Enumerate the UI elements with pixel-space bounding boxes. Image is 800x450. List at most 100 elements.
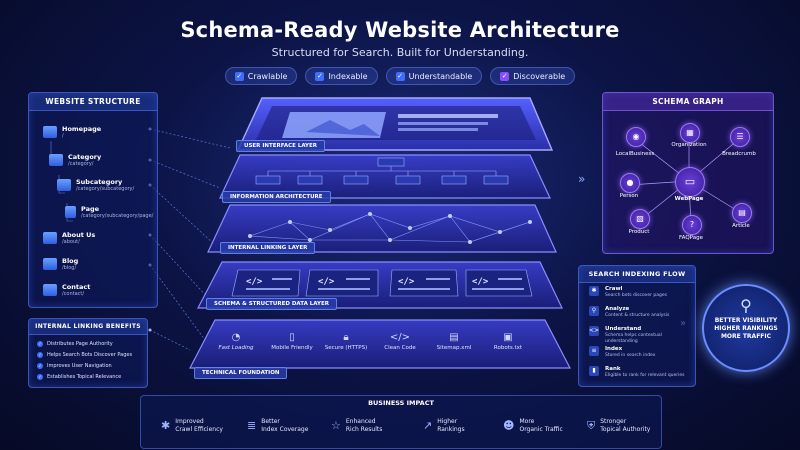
faq-icon: ? <box>682 215 702 235</box>
benefit-item: ✓Helps Search Bots Discover Pages <box>37 352 133 358</box>
database-icon: ≣ <box>247 419 257 432</box>
tech-item-mobile: ▯Mobile Friendly <box>262 332 322 351</box>
benefit-item: ✓Establishes Topical Relevance <box>37 374 122 380</box>
schema-node-breadcrumb: Breadcrumb <box>722 151 756 157</box>
user-icon <box>43 232 57 244</box>
robot-icon: ▣ <box>503 332 513 343</box>
svg-text:</>: </> <box>472 277 489 287</box>
trend-up-icon: ↗ <box>423 419 433 432</box>
svg-text:</>: </> <box>246 277 263 287</box>
tech-item-clean-code: </>Clean Code <box>370 332 430 351</box>
check-icon: ✓ <box>234 71 244 81</box>
linking-benefits-title: INTERNAL LINKING BENEFITS <box>29 319 147 335</box>
page-subtitle: Structured for Search. Built for Underst… <box>271 46 529 59</box>
schema-node-article: Article <box>732 223 750 229</box>
schema-graph-title: SCHEMA GRAPH <box>603 93 773 111</box>
speed-icon: ◔ <box>231 332 241 343</box>
ws-item-about: About Us/about/ <box>43 231 95 246</box>
svg-text:»: » <box>578 172 585 186</box>
breadcrumb-icon: ☰ <box>730 127 750 147</box>
visibility-circle: ⚲ BETTER VISIBILITY HIGHER RANKINGS MORE… <box>702 284 790 372</box>
schema-graph-panel: SCHEMA GRAPH ▭ WebPage ▦ Organization ◉ … <box>602 92 774 254</box>
svg-text:</>: </> <box>318 277 335 287</box>
check-icon: ✓ <box>315 71 325 81</box>
schema-node-product: Product <box>628 229 650 235</box>
ws-item-contact: Contact/contact/ <box>43 283 90 298</box>
tech-item-https: 🔒︎Secure (HTTPS) <box>316 332 376 351</box>
spider-icon: ✱ <box>161 419 171 432</box>
schema-node-person: Person <box>619 193 639 199</box>
blog-icon <box>43 258 57 270</box>
page-title: Schema-Ready Website Architecture <box>180 18 620 42</box>
linking-benefits-panel: INTERNAL LINKING BENEFITS ✓Distributes P… <box>28 318 148 388</box>
badge-indexable: ✓Indexable <box>305 67 378 85</box>
badge-crawlable: ✓Crawlable <box>224 67 298 85</box>
schema-node-organization: Organization <box>671 142 707 148</box>
folder-icon <box>57 179 71 191</box>
location-icon: ◉ <box>626 127 646 147</box>
check-icon: ✓ <box>37 352 43 358</box>
check-icon: ✓ <box>37 341 43 347</box>
organization-icon: ▦ <box>680 123 700 143</box>
users-icon: ☻ <box>503 419 515 432</box>
layer-label-technical: TECHNICAL FOUNDATION <box>194 367 288 379</box>
website-structure-title: WEBSITE STRUCTURE <box>29 93 157 111</box>
product-icon: ▧ <box>630 209 650 229</box>
person-icon: ● <box>620 173 640 193</box>
schema-node-faqpage: FAQPage <box>679 235 703 241</box>
layer-label-ia: INFORMATION ARCHITECTURE <box>222 191 331 203</box>
benefit-item: ✓Distributes Page Authority <box>37 341 113 347</box>
ws-item-subcategory: Subcategory/category/subcategory/ <box>57 178 134 193</box>
search-icon: ⚲ <box>740 296 752 315</box>
code-icon: <> <box>589 326 600 336</box>
rankings-line: HIGHER RANKINGS <box>714 325 778 332</box>
ws-item-blog: Blog/blog/ <box>43 257 78 272</box>
article-icon: ▤ <box>732 203 752 223</box>
indexing-flow-title: SEARCH INDEXING FLOW <box>579 266 695 283</box>
layer-label-schema: SCHEMA & STRUCTURED DATA LAYER <box>206 298 337 310</box>
traffic-line: MORE TRAFFIC <box>720 333 772 340</box>
badge-row: ✓Crawlable ✓Indexable ✓Understandable ✓D… <box>0 67 800 85</box>
ws-item-page: Page/category/subcategory/page/ <box>65 205 153 220</box>
mail-icon <box>43 284 57 296</box>
tech-item-sitemap: ▤Sitemap.xml <box>424 332 484 351</box>
layer-ia <box>219 154 551 199</box>
website-structure-panel: WEBSITE STRUCTURE Homepage/ Category/cat… <box>28 92 158 308</box>
lock-icon: 🔒︎ <box>343 332 349 343</box>
bar-chart-icon: ▮ <box>589 366 599 376</box>
schema-node-webpage: WebPage <box>674 196 704 202</box>
home-icon <box>43 126 57 138</box>
document-icon <box>65 206 76 218</box>
webpage-node-icon: ▭ <box>675 167 705 197</box>
ws-item-homepage: Homepage/ <box>43 125 101 140</box>
folder-icon <box>49 154 63 166</box>
sitemap-icon: ▤ <box>449 332 459 343</box>
spider-icon: ✱ <box>589 286 599 296</box>
check-icon: ✓ <box>395 71 405 81</box>
layer-technical <box>189 319 571 369</box>
check-icon: ✓ <box>37 363 43 369</box>
database-icon: ≡ <box>589 346 599 356</box>
svg-text:</>: </> <box>398 277 415 287</box>
visibility-line: BETTER VISIBILITY <box>714 317 778 324</box>
check-icon: ✓ <box>37 374 43 380</box>
business-impact-title: BUSINESS IMPACT <box>368 399 434 407</box>
mobile-icon: ▯ <box>289 332 295 343</box>
schema-node-localbusiness: LocalBusiness <box>615 151 655 157</box>
star-icon: ☆ <box>331 419 341 432</box>
check-icon: ✓ <box>500 71 510 81</box>
tech-item-fast-loading: ◔Fast Loading <box>206 332 266 351</box>
shield-icon: ⛨ <box>587 418 596 432</box>
